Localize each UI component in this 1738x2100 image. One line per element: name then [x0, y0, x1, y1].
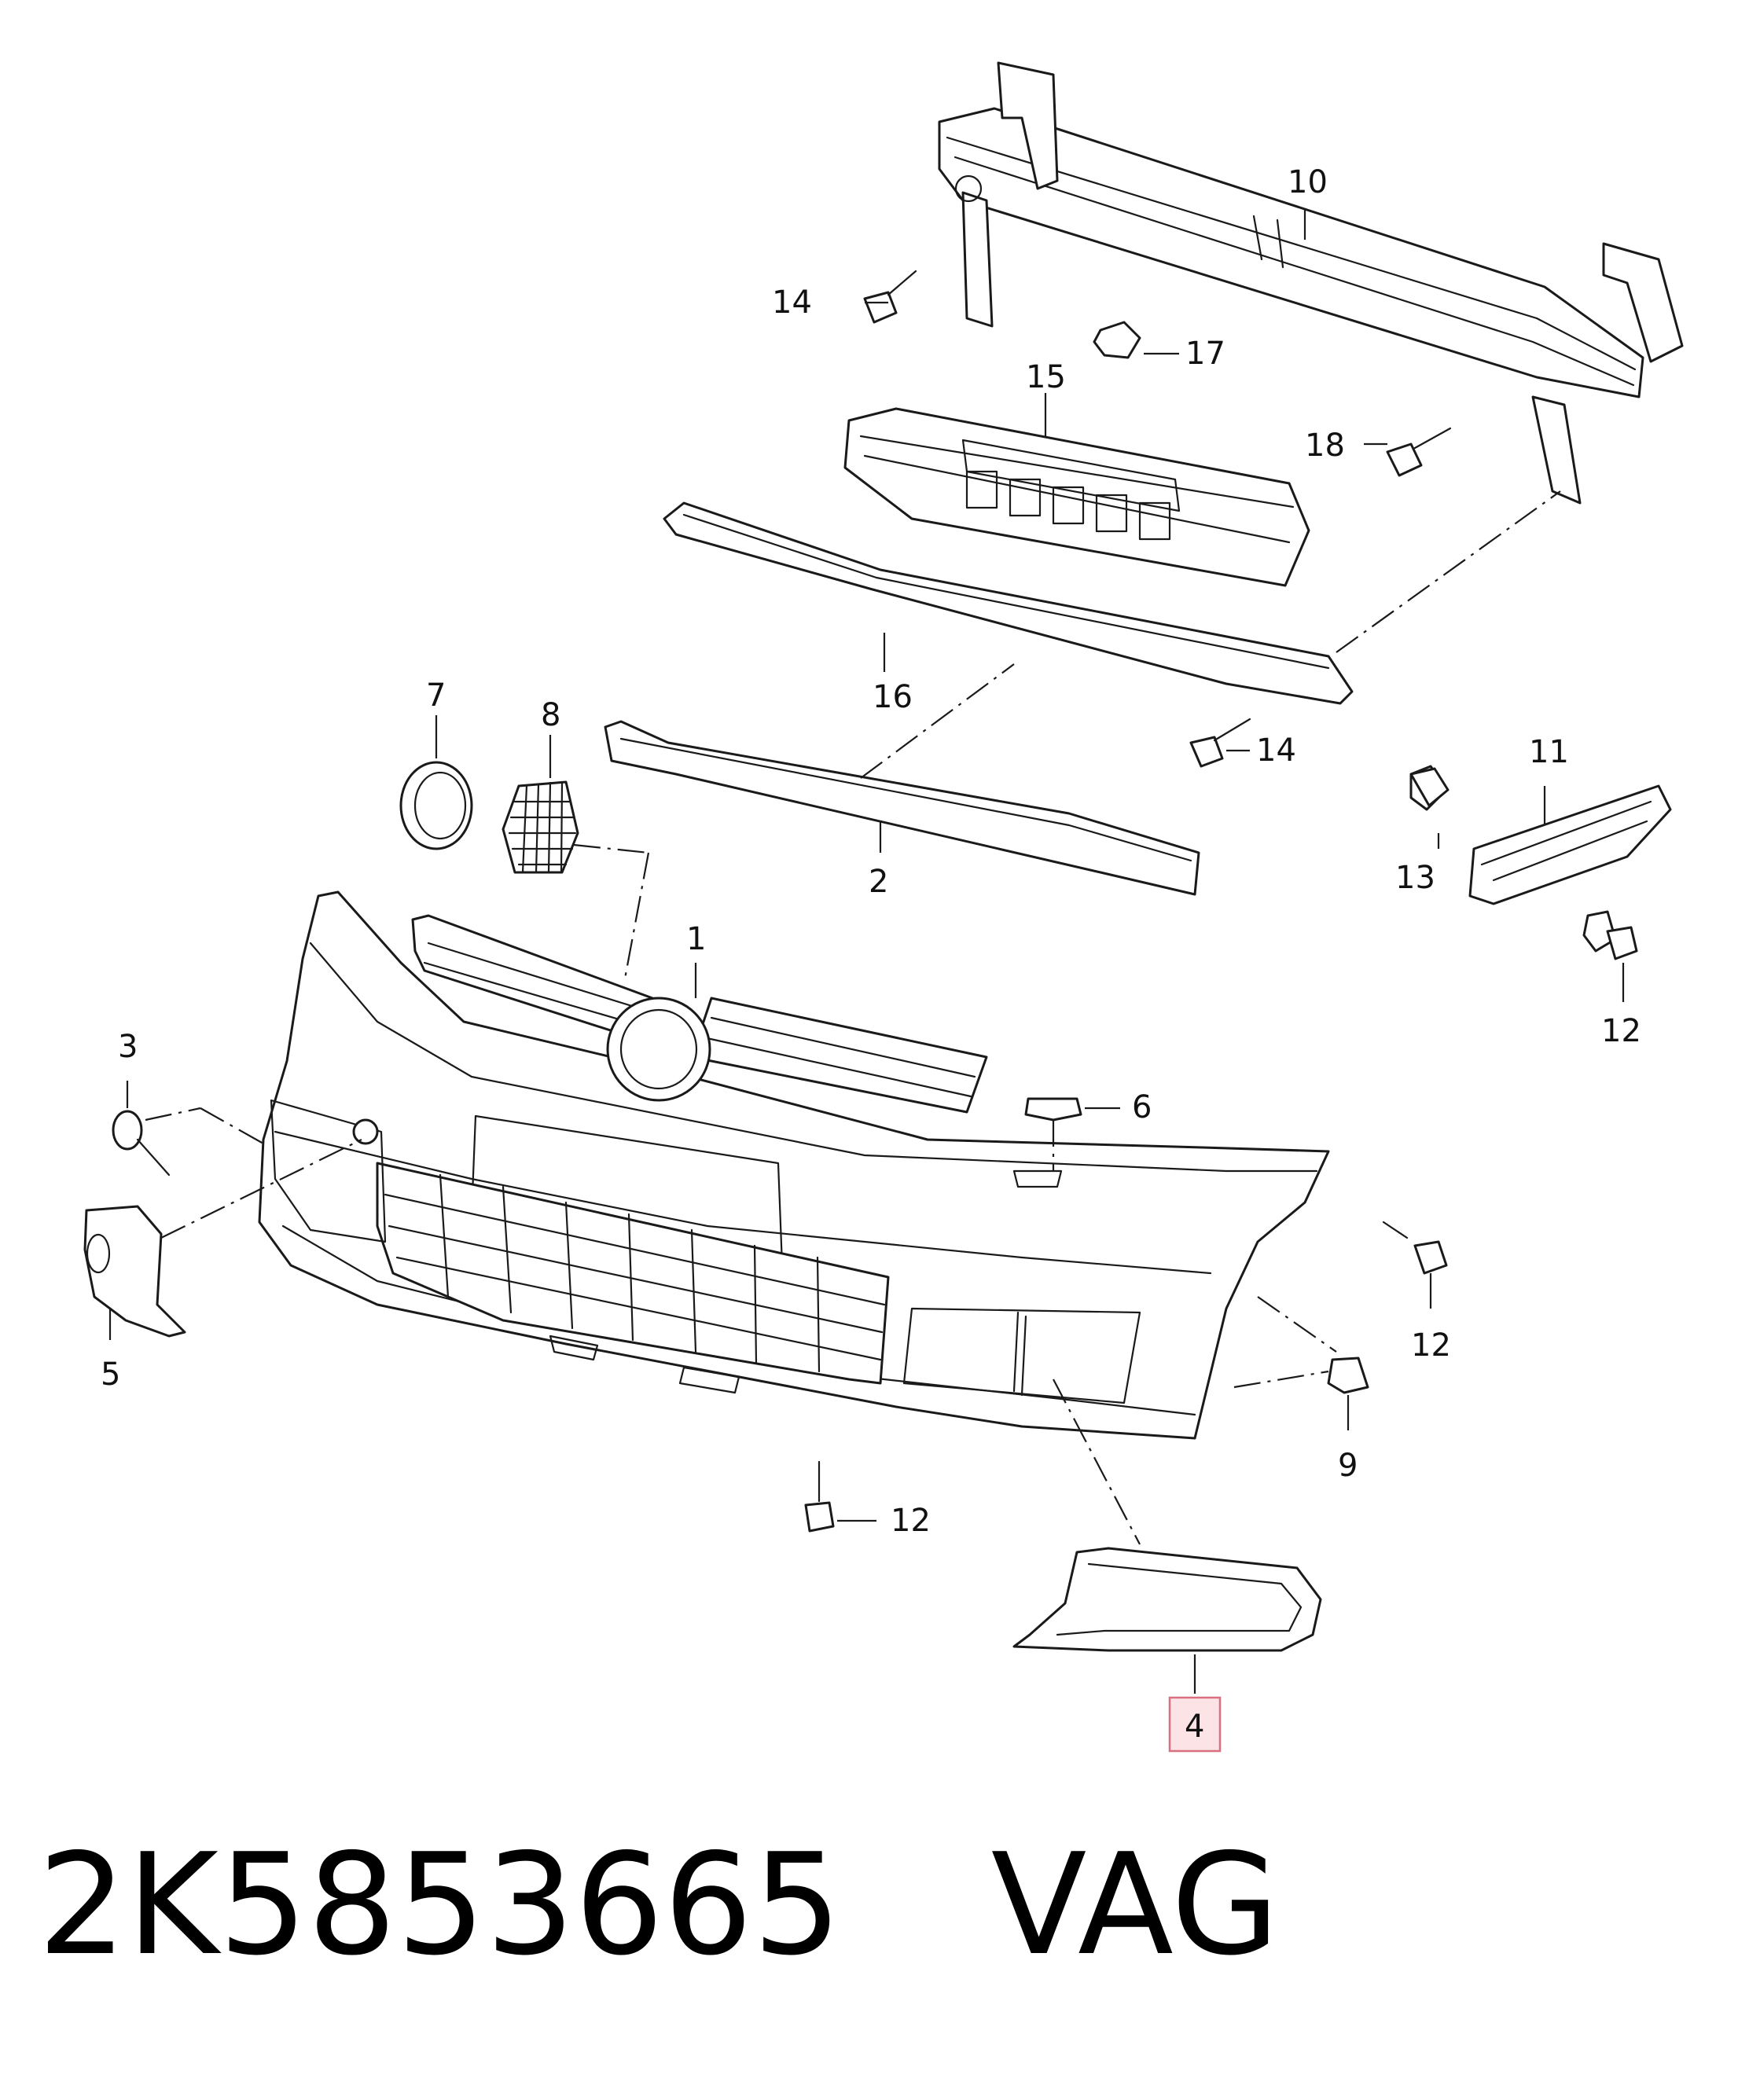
callout-9: 9	[1338, 1448, 1358, 1484]
callout-14-lower: 14	[1256, 732, 1296, 769]
part-9-clip-nut	[1327, 1357, 1369, 1394]
callout-18: 18	[1305, 428, 1345, 464]
part-7-emblem	[399, 761, 473, 850]
callout-15: 15	[1026, 359, 1066, 395]
callout-4-highlight-box	[1168, 1696, 1222, 1753]
callout-12-right: 12	[1601, 1013, 1641, 1049]
callout-13: 13	[1395, 860, 1435, 896]
callout-4: 4	[1185, 1709, 1204, 1745]
callout-labels: 10 14 17 15 18 16 14 7 8 11 2 13 1 12 3 …	[101, 164, 1641, 1745]
part-6-clip	[1024, 1097, 1082, 1122]
fasteners	[804, 270, 1638, 1533]
callout-5: 5	[101, 1357, 120, 1393]
callout-11: 11	[1529, 734, 1569, 770]
part-4-right-trim	[1012, 1547, 1322, 1652]
callout-14-upper: 14	[772, 285, 812, 321]
part-8-sensor-grille	[502, 780, 579, 874]
part-11-side-bracket	[1409, 765, 1672, 953]
part-number: 2K5853665	[38, 1823, 842, 1986]
part-10-reinforcement-beam	[938, 61, 1684, 505]
callout-10: 10	[1288, 164, 1328, 200]
callout-7: 7	[426, 677, 446, 714]
part-5-left-trim	[83, 1205, 186, 1338]
callout-2: 2	[869, 864, 888, 900]
callout-8: 8	[541, 697, 560, 733]
callout-1: 1	[686, 921, 706, 957]
callout-16: 16	[873, 679, 913, 715]
brand-name: VAG	[990, 1823, 1280, 1986]
part-16-guide-strip	[663, 501, 1354, 705]
part-15-impact-absorber	[843, 407, 1310, 587]
callout-6: 6	[1132, 1089, 1152, 1125]
part-1-bumper-cover	[258, 890, 1330, 1440]
leader-lines	[108, 208, 1625, 1694]
part-2-spoiler-strip	[604, 720, 1200, 896]
callout-17: 17	[1185, 336, 1225, 372]
callout-3: 3	[118, 1029, 138, 1065]
callout-12-mid: 12	[1411, 1327, 1451, 1364]
callout-12-lower: 12	[891, 1503, 931, 1539]
part-3-tow-eye-cap	[112, 1110, 171, 1177]
